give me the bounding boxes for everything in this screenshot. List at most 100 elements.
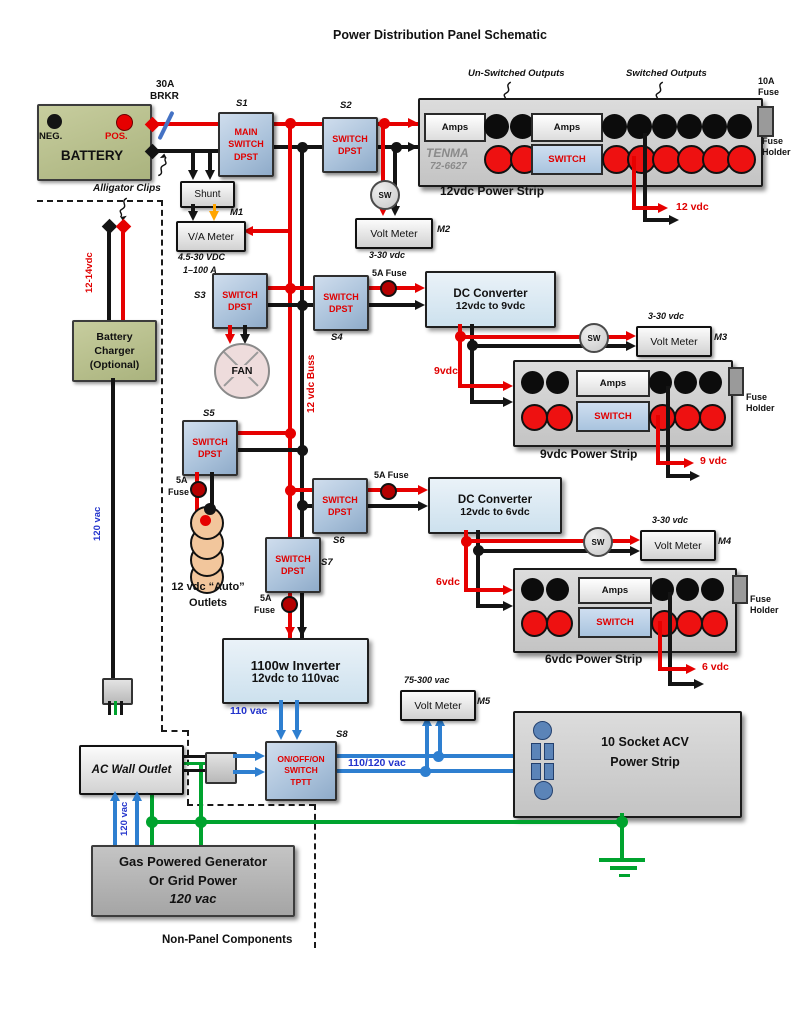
generator-l1: Gas Powered Generator xyxy=(118,853,268,869)
wire-auto-black xyxy=(210,472,214,512)
wire-out9-red xyxy=(656,415,660,465)
strip12-model: 72-6627 xyxy=(430,161,467,172)
junction-dot xyxy=(200,515,211,526)
arrow-shunt xyxy=(205,170,215,180)
s7-l2: DPST xyxy=(280,566,305,576)
sw-label: SW xyxy=(378,190,392,200)
meter-m4: Volt Meter xyxy=(640,530,716,561)
switch-label: SWITCH xyxy=(596,617,634,628)
charger-l1: Battery xyxy=(96,330,133,343)
arrow-out6-black xyxy=(694,679,704,689)
wire-strip6-in-red xyxy=(464,588,505,592)
wire-out9-red xyxy=(656,461,686,465)
wire-to-shunt xyxy=(208,151,212,171)
wire-to-shunt xyxy=(191,151,195,171)
s3-l1: SWITCH xyxy=(222,289,258,300)
conv6-l1: DC Converter xyxy=(457,493,533,506)
junction-dot xyxy=(146,816,158,828)
junction-dot xyxy=(285,118,296,129)
meter-switch-sw: SW xyxy=(583,527,613,557)
junction-dot xyxy=(461,536,472,547)
meter-switch-sw: SW xyxy=(370,180,400,210)
ac-plug xyxy=(205,752,237,784)
switch-label: SWITCH xyxy=(548,154,586,165)
arrow-inverter-red xyxy=(285,627,295,637)
m1-label: V/A Meter xyxy=(187,230,235,243)
conv9-l2: 12vdc to 9vdc xyxy=(455,299,526,312)
meter-m2: Volt Meter xyxy=(355,218,433,249)
battery-label: BATTERY xyxy=(60,148,124,163)
strip6-in-label: 6vdc xyxy=(436,576,460,588)
socket-black xyxy=(602,114,627,139)
arrow-m2-black xyxy=(390,206,400,216)
wire-ground xyxy=(152,820,622,824)
generator: Gas Powered Generator Or Grid Power 120 … xyxy=(91,845,295,917)
charger-cord-voltage: 120 vac xyxy=(92,506,103,542)
fuse-holder-tab xyxy=(757,106,774,137)
shunt: Shunt xyxy=(180,181,235,208)
plug-prong xyxy=(120,701,123,715)
breaker-amps: 30A xyxy=(156,79,175,90)
socket-red xyxy=(546,610,573,637)
inverter-l1: 1100w Inverter xyxy=(250,657,341,673)
fuse-5a-s5-label1: 5A xyxy=(176,475,188,485)
battery-pos-label: POS. xyxy=(105,131,128,142)
strip9-switch: SWITCH xyxy=(576,401,650,432)
s8-l2: SWITCH xyxy=(284,765,318,776)
arrow-s8-in-blue xyxy=(255,751,265,761)
wire-fan-black xyxy=(243,325,247,336)
socket-red xyxy=(674,404,701,431)
m3-range: 3-30 vdc xyxy=(648,311,685,321)
switch-s2: SWITCH DPST xyxy=(322,117,378,173)
fuse-5a-s4-label: 5A Fuse xyxy=(372,268,407,278)
auto-outlets-label2: Outlets xyxy=(189,597,227,609)
generator-l2: Or Grid Power xyxy=(148,872,238,888)
inverter-out-label: 110 vac xyxy=(230,705,268,717)
arrow-m3-red xyxy=(626,331,636,341)
out9-label: 9 vdc xyxy=(700,455,727,467)
junction-dot xyxy=(455,331,466,342)
arrow-strip6-black xyxy=(503,601,513,611)
wire-m3-red xyxy=(462,335,628,339)
wire-plug-s8 xyxy=(233,770,257,774)
dc-converter-9v: DC Converter 12vdc to 9vdc xyxy=(425,271,556,328)
m2-range: 3-30 vdc xyxy=(369,250,406,260)
fuse-holder-label2: Holder xyxy=(750,605,779,615)
arrow-out12-red xyxy=(658,203,668,213)
shunt-label: Shunt xyxy=(194,189,221,200)
switched-outputs-label: Switched Outputs xyxy=(626,68,707,79)
conv9-l1: DC Converter xyxy=(453,287,528,300)
arrow-m3-black xyxy=(626,341,636,351)
socket-red xyxy=(676,610,703,637)
bus-red xyxy=(288,124,292,638)
wire-s5-red xyxy=(234,431,290,435)
wire-m5-blue xyxy=(438,725,442,758)
acv-socket-round xyxy=(534,781,553,800)
wire-battery-pos xyxy=(152,122,218,126)
charger-l2: Charger xyxy=(94,344,135,357)
socket-red xyxy=(701,610,728,637)
fuse-10a-label2: Fuse xyxy=(758,87,780,97)
junction-dot xyxy=(285,283,296,294)
socket-black xyxy=(674,371,697,394)
panel-boundary-dash xyxy=(187,804,315,806)
arrow-strip6-red xyxy=(503,585,513,595)
switch-s5: SWITCH DPST xyxy=(182,420,238,476)
non-panel-label: Non-Panel Components xyxy=(162,934,293,946)
amps-label: Amps xyxy=(553,122,581,133)
arrow-fan-red xyxy=(225,334,235,344)
junction-dot xyxy=(467,340,478,351)
s2-id: S2 xyxy=(340,100,352,111)
wire-out6-black xyxy=(668,592,672,686)
ammeter-12v-unswitched: Amps xyxy=(424,113,486,142)
arrow-m5-blue xyxy=(435,716,445,726)
wire-plug-s8 xyxy=(233,754,257,758)
wire-cord-black xyxy=(180,769,205,772)
wire-cord-black xyxy=(180,755,205,758)
wire-m3-black xyxy=(474,344,628,348)
s3-id: S3 xyxy=(194,290,206,301)
fuse-5a-s6-label: 5A Fuse xyxy=(374,470,409,480)
socket-red xyxy=(484,145,513,174)
socket-red xyxy=(649,404,676,431)
